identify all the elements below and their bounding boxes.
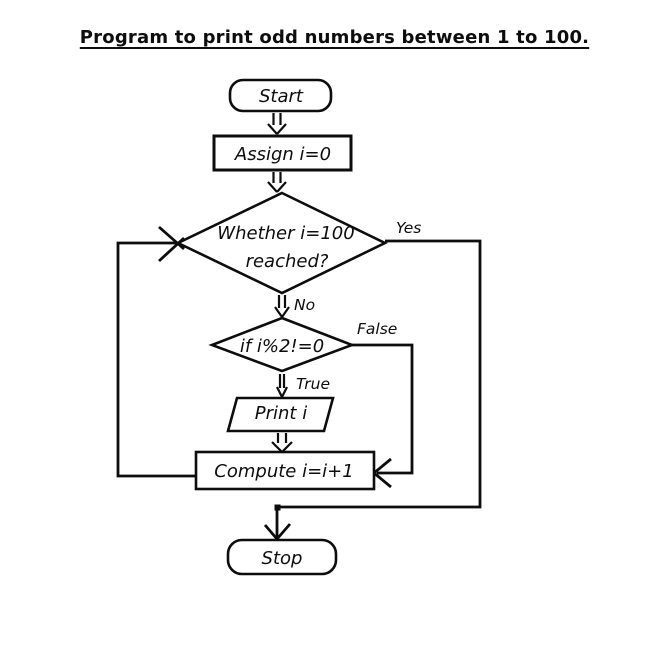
arrowhead-into-stop	[263, 523, 292, 540]
arrowhead-into-compute	[373, 457, 392, 489]
stop-node: Stop	[226, 538, 338, 576]
assign-node: Assign i=0	[212, 134, 353, 172]
compute-label: Compute i=i+1	[214, 461, 353, 482]
edge-label-false: False	[357, 320, 397, 338]
edge-label-no: No	[294, 296, 315, 314]
edge-yes-line	[263, 239, 482, 540]
arrow-no	[274, 295, 290, 318]
edge-loop-line	[116, 225, 196, 478]
decision1-label-line1: Whether i=100	[217, 223, 354, 244]
edge-label-yes: Yes	[396, 219, 421, 237]
start-node: Start	[228, 78, 333, 113]
compute-node: Compute i=i+1	[194, 450, 376, 491]
decision2-node: if i%2!=0	[208, 316, 356, 373]
print-label: Print i	[255, 403, 307, 424]
decision1-label-line2: reached?	[246, 251, 329, 272]
assign-label: Assign i=0	[234, 144, 331, 165]
junction-dot	[274, 504, 281, 511]
stop-label: Stop	[262, 548, 303, 569]
decision2-label: if i%2!=0	[240, 336, 324, 357]
arrow-assign-to-decision1	[267, 172, 287, 193]
arrow-print-to-compute	[271, 433, 293, 453]
arrow-start-to-assign	[267, 113, 287, 135]
edge-false-line	[352, 343, 414, 489]
edge-label-true: True	[296, 375, 330, 393]
print-node: Print i	[226, 396, 335, 433]
start-label: Start	[259, 86, 304, 107]
decision1-node: Whether i=100 reached?	[174, 191, 388, 295]
page-title: Program to print odd numbers between 1 t…	[79, 27, 590, 48]
arrow-true	[276, 374, 288, 398]
